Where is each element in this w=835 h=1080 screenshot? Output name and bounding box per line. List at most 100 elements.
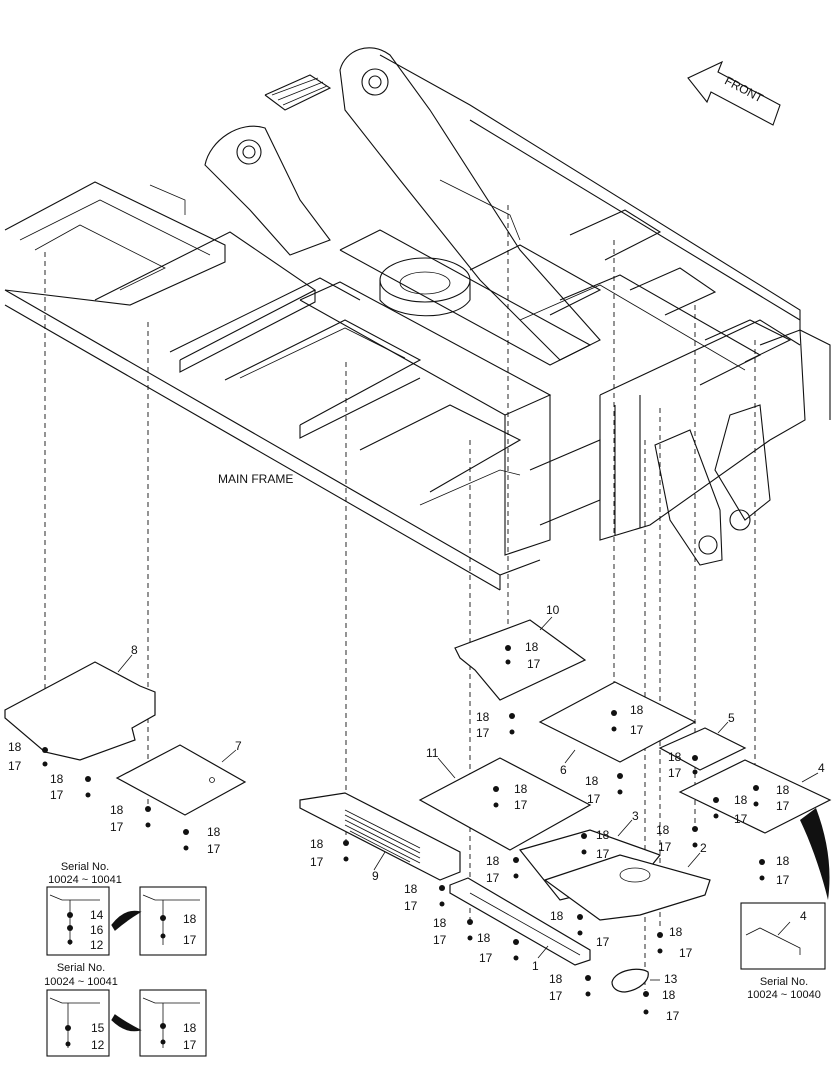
part-8-label: 8 — [131, 643, 138, 657]
part-3-label: 3 — [632, 809, 639, 823]
washer-label: 18 — [734, 793, 748, 807]
inset-a: Serial No. 10024 ~ 10041 14 16 12 18 17 — [46, 861, 207, 956]
washer-label: 18 — [776, 854, 790, 868]
washer-label: 18 — [433, 916, 447, 930]
inset-b-new-part-1: 18 — [183, 1021, 197, 1035]
washer-label: 18 — [514, 782, 528, 796]
front-label: FRONT — [722, 74, 766, 106]
inset-a-old-part-3: 12 — [90, 938, 104, 952]
inset-c-title: Serial No. — [760, 976, 808, 988]
part-13-label: 13 — [664, 972, 678, 986]
inset-b-old-box — [46, 989, 110, 1057]
cover-13 — [611, 968, 649, 993]
inset-a-old-box — [46, 886, 110, 956]
bolt-label: 17 — [666, 1009, 680, 1023]
inset-a-new-box — [139, 886, 207, 956]
washer-label: 18 — [550, 909, 564, 923]
main-frame-label: MAIN FRAME — [218, 472, 293, 486]
inset-a-new-part-1: 18 — [183, 912, 197, 926]
part-7-label: 7 — [235, 739, 242, 753]
washer-label: 18 — [656, 823, 670, 837]
washer-label: 18 — [669, 925, 683, 939]
main-frame-drawing — [4, 47, 831, 591]
bolt-label: 17 — [527, 657, 541, 671]
part-10-label: 10 — [546, 603, 560, 617]
bolt-label: 17 — [596, 847, 610, 861]
part-2-label: 2 — [700, 841, 707, 855]
cover-6 — [538, 681, 697, 763]
bolt-label: 17 — [50, 788, 64, 802]
bolt-label: 17 — [207, 842, 221, 856]
washer-label: 18 — [525, 640, 539, 654]
bolt-label: 17 — [630, 723, 644, 737]
washer-label: 18 — [207, 825, 221, 839]
bolt-label: 17 — [587, 792, 601, 806]
bolt-label: 17 — [479, 951, 493, 965]
bolt-label: 17 — [596, 935, 610, 949]
inset-b-old-part-2: 12 — [91, 1038, 105, 1052]
washer-label: 18 — [310, 837, 324, 851]
part-1-label: 1 — [532, 959, 539, 973]
inset-a-title: Serial No. — [61, 861, 109, 873]
cover-8 — [4, 661, 156, 761]
washer-label: 18 — [549, 972, 563, 986]
inset-b-new-box — [139, 989, 207, 1057]
part-11-label: 11 — [426, 746, 439, 760]
washer-label: 18 — [585, 774, 599, 788]
washer-label: 18 — [630, 703, 644, 717]
bolt-label: 17 — [668, 766, 682, 780]
inset-b-range: 10024 ~ 10041 — [44, 976, 118, 988]
bolt-label: 17 — [476, 726, 490, 740]
fastener-callouts: 18 17 18 17 18 17 18 17 18 17 18 17 18 1… — [8, 640, 790, 1023]
bolt-label: 17 — [679, 946, 693, 960]
part-6-label: 6 — [560, 763, 567, 777]
inset-c-range: 10024 ~ 10040 — [747, 989, 821, 1001]
bolt-label: 17 — [776, 799, 790, 813]
washer-label: 18 — [668, 750, 682, 764]
part-4-label: 4 — [818, 761, 825, 775]
washer-label: 18 — [50, 772, 64, 786]
cover-5 — [658, 727, 747, 771]
washer-label: 18 — [110, 803, 124, 817]
bolt-label: 17 — [486, 871, 500, 885]
bolt-label: 17 — [404, 899, 418, 913]
bolt-label: 17 — [734, 812, 748, 826]
washer-label: 18 — [596, 828, 610, 842]
washer-label: 18 — [776, 783, 790, 797]
cover-9 — [299, 792, 461, 881]
inset-c-box — [740, 902, 826, 970]
inset-b: Serial No. 10024 ~ 10041 15 12 18 17 — [44, 962, 207, 1057]
part-5-label: 5 — [728, 711, 735, 725]
bolt-label: 17 — [433, 933, 447, 947]
bolt-label: 17 — [776, 873, 790, 887]
part-9-label: 9 — [372, 869, 379, 883]
inset-a-old-part-2: 16 — [90, 923, 104, 937]
bolt-label: 17 — [514, 798, 528, 812]
bolt-label: 17 — [310, 855, 324, 869]
inset-c: 4 Serial No. 10024 ~ 10040 — [740, 808, 830, 1001]
inset-b-old-part-1: 15 — [91, 1021, 105, 1035]
fastener-marks — [42, 645, 765, 1015]
front-arrow — [687, 60, 781, 126]
cover-10 — [454, 619, 587, 701]
cover-4 — [678, 759, 832, 834]
inset-c-arrow — [800, 808, 830, 900]
bolt-label: 17 — [658, 840, 672, 854]
washer-label: 18 — [486, 854, 500, 868]
leader-lines — [117, 616, 819, 981]
inset-b-new-part-2: 17 — [183, 1038, 197, 1052]
cover-11 — [418, 757, 592, 851]
bolt-label: 17 — [8, 759, 22, 773]
inset-a-new-part-2: 17 — [183, 933, 197, 947]
washer-label: 18 — [662, 988, 676, 1002]
inset-c-part: 4 — [800, 909, 807, 923]
cover-1 — [449, 877, 591, 966]
washer-label: 18 — [404, 882, 418, 896]
inset-a-range: 10024 ~ 10041 — [48, 874, 122, 886]
inset-b-title: Serial No. — [57, 962, 105, 974]
bolt-label: 17 — [549, 989, 563, 1003]
cover-7 — [115, 744, 247, 816]
inset-a-old-part-1: 14 — [90, 908, 104, 922]
